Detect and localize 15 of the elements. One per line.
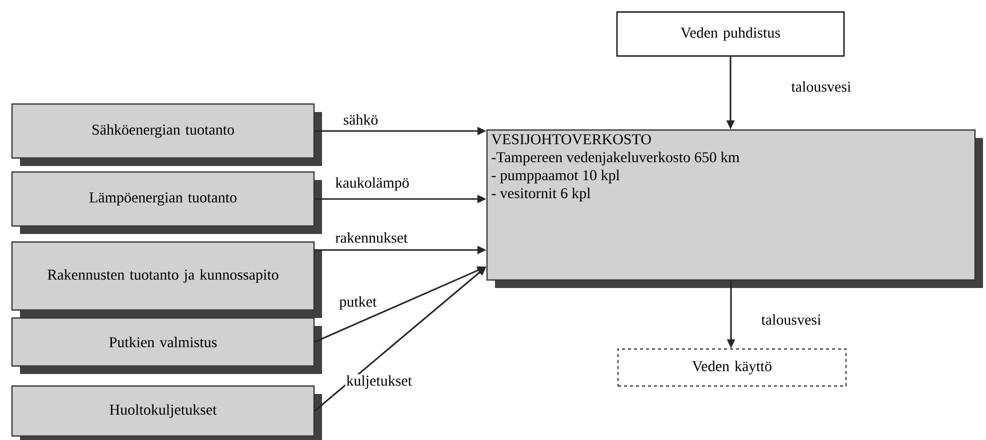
edge-label: kuljetukset: [345, 374, 414, 390]
edge-label: talousvesi: [760, 313, 822, 326]
edge-label: putket: [338, 295, 378, 311]
edge-label: rakennukset: [334, 231, 409, 244]
process-box: VESIJOHTOVERKOSTO -Tampereen vedenjakeluverkosto 650 km - pumppaamot 10 kpl - vesitornit 6 kpl: [486, 129, 983, 288]
edge-label: kaukolämpö: [334, 176, 410, 192]
process-box: Veden käyttö: [617, 348, 847, 387]
edge-label: sähkö: [342, 113, 380, 126]
process-box: Huoltokuljetukset: [11, 385, 322, 440]
edge-label: talousvesi: [790, 80, 852, 93]
process-box: Rakennusten tuotanto ja kunnossapito: [11, 241, 322, 318]
process-box: Sähköenergian tuotanto: [11, 103, 322, 166]
process-box: Putkien valmistus: [11, 317, 322, 374]
process-box: Veden puhdistus: [616, 11, 845, 57]
process-box: Lämpöenergian tuotanto: [11, 171, 322, 234]
